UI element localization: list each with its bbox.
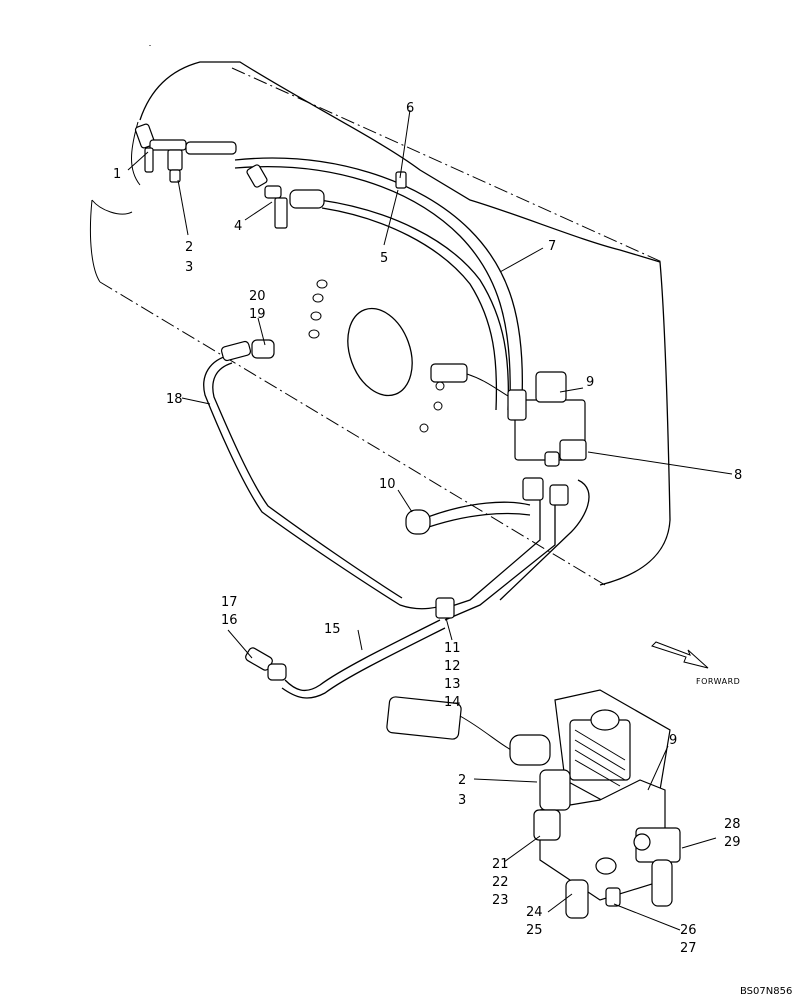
hose-10 [419,501,531,531]
valve-upper [430,363,587,506]
label-4: 4 [234,219,242,234]
label-27: 27 [680,941,697,956]
valve-lower [386,689,681,919]
clamp-11 [435,597,455,619]
drawing-code: BS07N856 [740,986,792,997]
label-18: 18 [166,392,183,407]
label-1: 1 [113,167,121,182]
label-9b: 9 [669,733,677,748]
label-26: 26 [680,923,697,938]
label-11: 11 [444,641,461,656]
plate-outline [139,61,671,586]
upper-fittings [134,123,407,229]
bolt-holes [308,279,445,433]
label-16: 16 [221,613,238,628]
label-3b: 3 [458,793,466,808]
hose-7-outer [234,157,524,401]
hose-7-inner [234,166,511,401]
fitting-17 [267,663,287,681]
label-25: 25 [526,923,543,938]
label-12: 12 [444,659,461,674]
fitting-19 [220,340,252,362]
fitting-20 [251,339,275,359]
label-21: 21 [492,857,509,872]
label-23: 23 [492,893,509,908]
label-22: 22 [492,875,509,890]
forward-label: FORWARD [696,677,740,686]
tube-18 [203,354,451,610]
label-29: 29 [724,835,741,850]
tube-set [439,479,590,621]
label-8: 8 [734,468,742,483]
label-5: 5 [380,251,388,266]
label-20: 20 [249,289,266,304]
tube-15 [281,619,446,699]
hose-5-outer [319,199,510,411]
fitting-10 [405,509,431,535]
forward-arrow [651,641,709,669]
centerline-lower [99,281,606,586]
label-13: 13 [444,677,461,692]
label-6: 6 [406,101,414,116]
label-3a: 3 [185,260,193,275]
label-9a: 9 [586,375,594,390]
label-24: 24 [526,905,543,920]
label-28: 28 [724,817,741,832]
label-2b: 2 [458,773,466,788]
label-10: 10 [379,477,396,492]
plate-outline-left [89,121,141,283]
label-17: 17 [221,595,238,610]
label-14: 14 [444,695,461,710]
leader-lines [127,109,733,931]
label-15: 15 [324,622,341,637]
label-19: 19 [249,307,266,322]
center-hole [347,307,413,397]
tube-18-inner [212,362,403,599]
label-7: 7 [548,239,556,254]
hose-5-inner [321,207,498,411]
centerline-upper [231,67,663,263]
label-2a: 2 [185,240,193,255]
